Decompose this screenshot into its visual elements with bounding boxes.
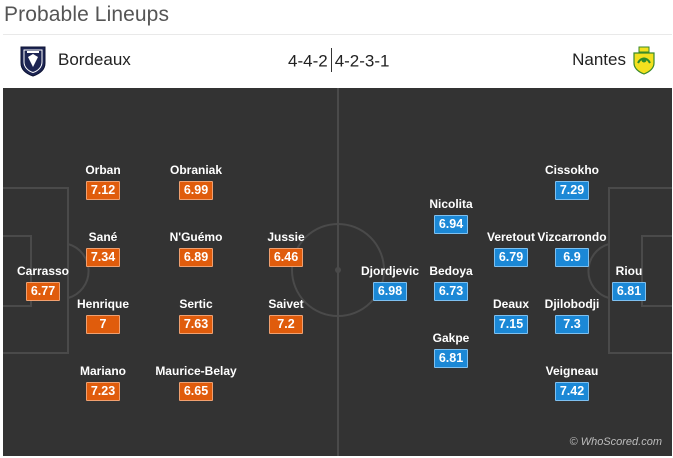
away-team-name[interactable]: Nantes — [572, 50, 626, 69]
away-player[interactable]: Gakpe 6.81 — [396, 331, 506, 368]
away-player[interactable]: Vizcarrondo 6.9 — [517, 230, 627, 267]
away-player[interactable]: Nicolita 6.94 — [396, 197, 506, 234]
player-rating: 6.77 — [26, 282, 60, 301]
player-rating: 7.42 — [555, 382, 589, 401]
player-rating: 6.89 — [179, 248, 213, 267]
player-name: Deaux — [492, 297, 530, 311]
player-rating: 6.98 — [373, 282, 407, 301]
home-player[interactable]: Sané 7.34 — [48, 230, 158, 267]
away-player[interactable]: Deaux 7.15 — [456, 297, 566, 334]
player-name: Djordjevic — [360, 264, 420, 278]
home-player[interactable]: N'Guémo 6.89 — [141, 230, 251, 267]
home-formation: 4-4-2 — [288, 51, 328, 71]
player-rating: 7.63 — [179, 315, 213, 334]
home-player[interactable]: Mariano 7.23 — [48, 364, 158, 401]
home-player[interactable]: Saivet 7.2 — [231, 297, 341, 334]
player-name: Sané — [88, 230, 118, 244]
home-player[interactable]: Henrique 7 — [48, 297, 158, 334]
home-team-name[interactable]: Bordeaux — [58, 50, 131, 69]
page-title: Probable Lineups — [4, 3, 170, 26]
player-name: Jussie — [267, 230, 305, 244]
player-name: Cissokho — [544, 163, 599, 177]
home-player[interactable]: Carrasso 6.77 — [3, 264, 98, 301]
player-rating: 7.12 — [86, 181, 120, 200]
home-player[interactable]: Obraniak 6.99 — [141, 163, 251, 200]
player-name: Riou — [615, 264, 643, 278]
away-player[interactable]: Bedoya 6.73 — [396, 264, 506, 301]
player-rating: 6.9 — [555, 248, 589, 267]
player-name: Veretout — [486, 230, 535, 244]
player-name: Bedoya — [429, 264, 473, 278]
formations: 4-4-2 4-2-3-1 — [288, 48, 390, 74]
home-player[interactable]: Maurice-Belay 6.65 — [141, 364, 251, 401]
player-rating: 6.99 — [179, 181, 213, 200]
away-player[interactable]: Veigneau 7.42 — [517, 364, 627, 401]
player-name: N'Guémo — [169, 230, 223, 244]
player-rating: 6.94 — [434, 215, 468, 234]
player-name: Orban — [85, 163, 121, 177]
player-name: Gakpe — [432, 331, 470, 345]
away-player[interactable]: Djilobodji 7.3 — [517, 297, 627, 334]
player-rating: 7.15 — [494, 315, 528, 334]
player-rating: 6.73 — [434, 282, 468, 301]
home-player[interactable]: Orban 7.12 — [48, 163, 158, 200]
player-rating: 7 — [86, 315, 120, 334]
away-player[interactable]: Djordjevic 6.98 — [335, 264, 445, 301]
player-name: Nicolita — [429, 197, 473, 211]
player-rating: 6.79 — [494, 248, 528, 267]
home-player[interactable]: Sertic 7.63 — [141, 297, 251, 334]
player-name: Henrique — [76, 297, 129, 311]
watermark: © WhoScored.com — [569, 436, 662, 448]
away-player[interactable]: Cissokho 7.29 — [517, 163, 627, 200]
player-name: Veigneau — [545, 364, 599, 378]
pitch: Orban 7.12 Obraniak 6.99 Sané 7.34 N'Guémo 6… — [3, 88, 672, 456]
player-rating: 6.65 — [179, 382, 213, 401]
player-name: Mariano — [79, 364, 126, 378]
away-player[interactable]: Veretout 6.79 — [456, 230, 566, 267]
player-name: Saivet — [268, 297, 304, 311]
home-player[interactable]: Jussie 6.46 — [231, 230, 341, 267]
formation-divider — [330, 48, 332, 72]
player-rating: 6.81 — [612, 282, 646, 301]
away-formation: 4-2-3-1 — [334, 51, 390, 71]
player-name: Maurice-Belay — [155, 364, 237, 378]
away-team-crest-icon[interactable] — [632, 45, 656, 75]
player-rating: 7.34 — [86, 248, 120, 267]
player-name: Sertic — [179, 297, 213, 311]
player-rating: 6.81 — [434, 349, 468, 368]
player-name: Vizcarrondo — [537, 230, 607, 244]
player-rating: 7.2 — [269, 315, 303, 334]
away-player[interactable]: Riou 6.81 — [574, 264, 672, 301]
player-name: Carrasso — [16, 264, 70, 278]
player-rating: 7.23 — [86, 382, 120, 401]
home-team-crest-icon[interactable] — [19, 45, 47, 77]
player-rating: 7.29 — [555, 181, 589, 200]
player-rating: 7.3 — [555, 315, 589, 334]
player-name: Obraniak — [169, 163, 223, 177]
player-rating: 6.46 — [269, 248, 303, 267]
match-header: Bordeaux 4-4-2 4-2-3-1 Nantes — [3, 34, 672, 87]
pitch-markings — [3, 88, 672, 456]
player-name: Djilobodji — [544, 297, 600, 311]
